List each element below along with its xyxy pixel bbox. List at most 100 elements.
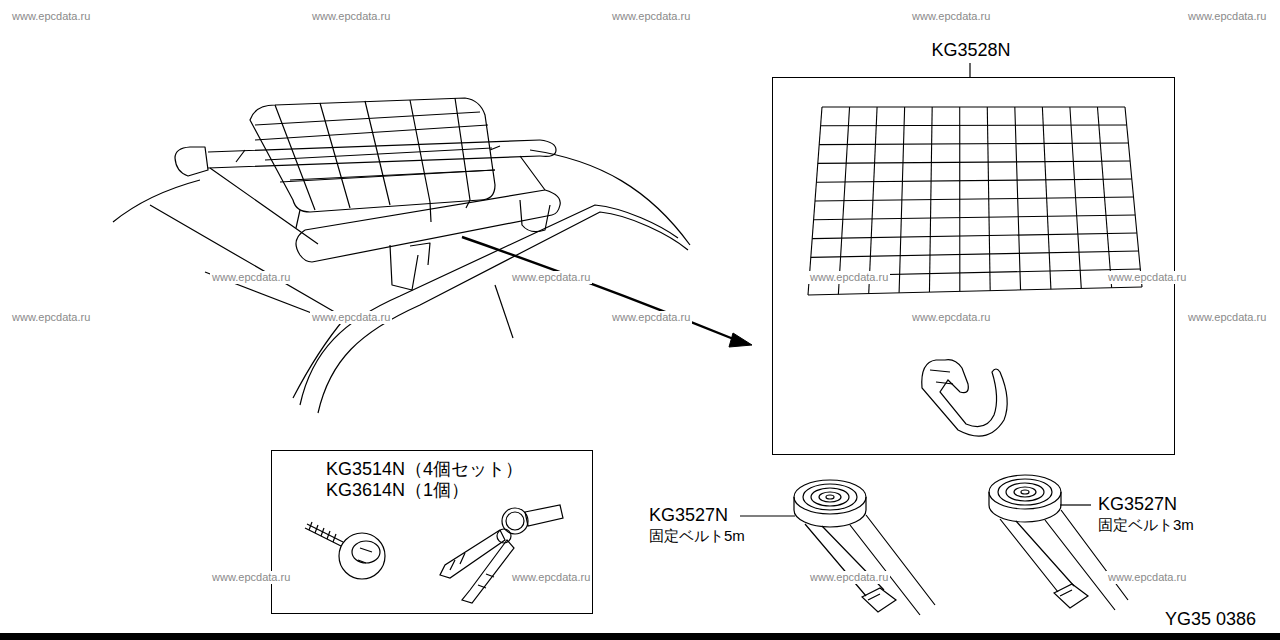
fixing-belt xyxy=(794,480,866,514)
pointer-arrow xyxy=(462,237,736,340)
cargo-net xyxy=(959,107,960,291)
watermark: www.epcdata.ru xyxy=(1186,10,1268,23)
cargo-net xyxy=(815,197,1134,201)
cargo-net xyxy=(987,107,990,291)
cargo-net xyxy=(808,107,822,295)
watermark: www.epcdata.ru xyxy=(910,10,992,23)
cargo-net xyxy=(812,233,1137,239)
watermark: www.epcdata.ru xyxy=(1106,571,1188,584)
watermark: www.epcdata.ru xyxy=(1186,311,1268,324)
leader-line xyxy=(740,515,795,516)
watermark: www.epcdata.ru xyxy=(910,311,992,324)
roof-illustration xyxy=(175,147,208,176)
fixing-belt xyxy=(850,515,935,615)
part-description: 固定ベルト3m xyxy=(1096,516,1196,534)
leader-line xyxy=(495,63,1091,516)
cargo-net xyxy=(822,106,1125,107)
key-set xyxy=(462,540,514,603)
part-number: KG3527N xyxy=(647,505,730,527)
cargo-net xyxy=(1070,107,1081,288)
lock-cylinder xyxy=(358,548,372,563)
roof-illustration xyxy=(530,150,690,245)
pointer-arrow xyxy=(729,333,752,347)
cargo-net xyxy=(808,107,1142,295)
watermark: www.epcdata.ru xyxy=(310,10,392,23)
key-set xyxy=(440,530,505,578)
cargo-net xyxy=(816,179,1131,182)
cargo-net xyxy=(808,287,1142,295)
part-number: KG3514N（4個セット） xyxy=(326,459,592,480)
roof-illustration xyxy=(520,200,550,232)
cargo-net xyxy=(869,107,877,294)
cargo-net xyxy=(821,124,1127,126)
key-set xyxy=(478,574,494,588)
roof-illustration xyxy=(300,205,678,405)
watermark: www.epcdata.ru xyxy=(510,571,592,584)
key-set xyxy=(502,508,528,534)
watermark: www.epcdata.ru xyxy=(210,571,292,584)
cargo-net xyxy=(818,161,1130,163)
cargo-net xyxy=(1125,107,1142,287)
roof-illustration xyxy=(305,190,552,262)
lock-cylinder xyxy=(305,522,385,579)
net-hook xyxy=(922,360,1007,436)
figure-code: YG35 0386 xyxy=(1163,609,1258,631)
key-set xyxy=(440,505,563,603)
watermark: www.epcdata.ru xyxy=(610,311,692,324)
roof-illustration xyxy=(236,146,500,228)
cargo-net xyxy=(819,143,1128,145)
fixing-belt xyxy=(819,492,841,502)
lock-cylinder xyxy=(309,522,336,542)
net-hook xyxy=(922,360,1007,436)
cargo-net xyxy=(1042,107,1051,289)
key-set xyxy=(525,505,563,526)
part-number: KG3614N（1個） xyxy=(326,480,592,501)
roof-illustration xyxy=(113,98,690,413)
leader-line xyxy=(495,285,513,338)
roof-illustration xyxy=(540,140,556,156)
key-set xyxy=(497,529,511,543)
watermark: www.epcdata.ru xyxy=(610,10,692,23)
roof-illustration xyxy=(390,243,430,290)
cargo-net xyxy=(929,107,932,292)
cargo-net xyxy=(1097,107,1111,288)
fixing-belt xyxy=(1014,487,1036,497)
lock-cylinder xyxy=(305,524,343,546)
fixing-belt xyxy=(862,588,896,612)
watermark: www.epcdata.ru xyxy=(808,571,890,584)
fixing-belt xyxy=(794,480,935,615)
watermark: www.epcdata.ru xyxy=(210,271,292,284)
leader-line xyxy=(1060,504,1091,505)
watermark: www.epcdata.ru xyxy=(1106,271,1188,284)
fixing-belt xyxy=(811,488,849,506)
roof-illustration xyxy=(250,98,495,212)
fixing-belt xyxy=(803,484,857,510)
fixing-belt xyxy=(826,495,834,499)
fixing-belt xyxy=(1021,490,1029,494)
cargo-net xyxy=(838,107,849,294)
part-number: KG3527N xyxy=(1096,494,1179,516)
part-number: KG3528N xyxy=(929,40,1012,61)
roof-illustration xyxy=(210,156,545,244)
lock-cylinder xyxy=(352,541,380,563)
fixing-belt xyxy=(1006,483,1044,501)
roof-illustration xyxy=(113,180,200,222)
watermark: www.epcdata.ru xyxy=(310,311,392,324)
fixing-belt xyxy=(1054,584,1088,608)
cargo-net xyxy=(1015,107,1021,290)
pointer-arrow xyxy=(462,237,752,347)
parts-box: KG3514N（4個セット）KG3614N（1個） xyxy=(271,450,593,614)
watermark: www.epcdata.ru xyxy=(808,271,890,284)
fixing-belt xyxy=(1000,519,1074,592)
part-description: 固定ベルト5m xyxy=(647,527,747,545)
roof-illustration xyxy=(545,190,560,215)
leader-line xyxy=(969,63,970,77)
roof-illustration xyxy=(150,205,345,398)
cargo-net xyxy=(899,107,905,293)
fixing-belt xyxy=(989,475,1061,509)
roof-illustration xyxy=(255,125,495,182)
watermark: www.epcdata.ru xyxy=(510,271,592,284)
key-set xyxy=(450,553,465,570)
cargo-net xyxy=(811,251,1139,257)
watermark: www.epcdata.ru xyxy=(10,10,92,23)
